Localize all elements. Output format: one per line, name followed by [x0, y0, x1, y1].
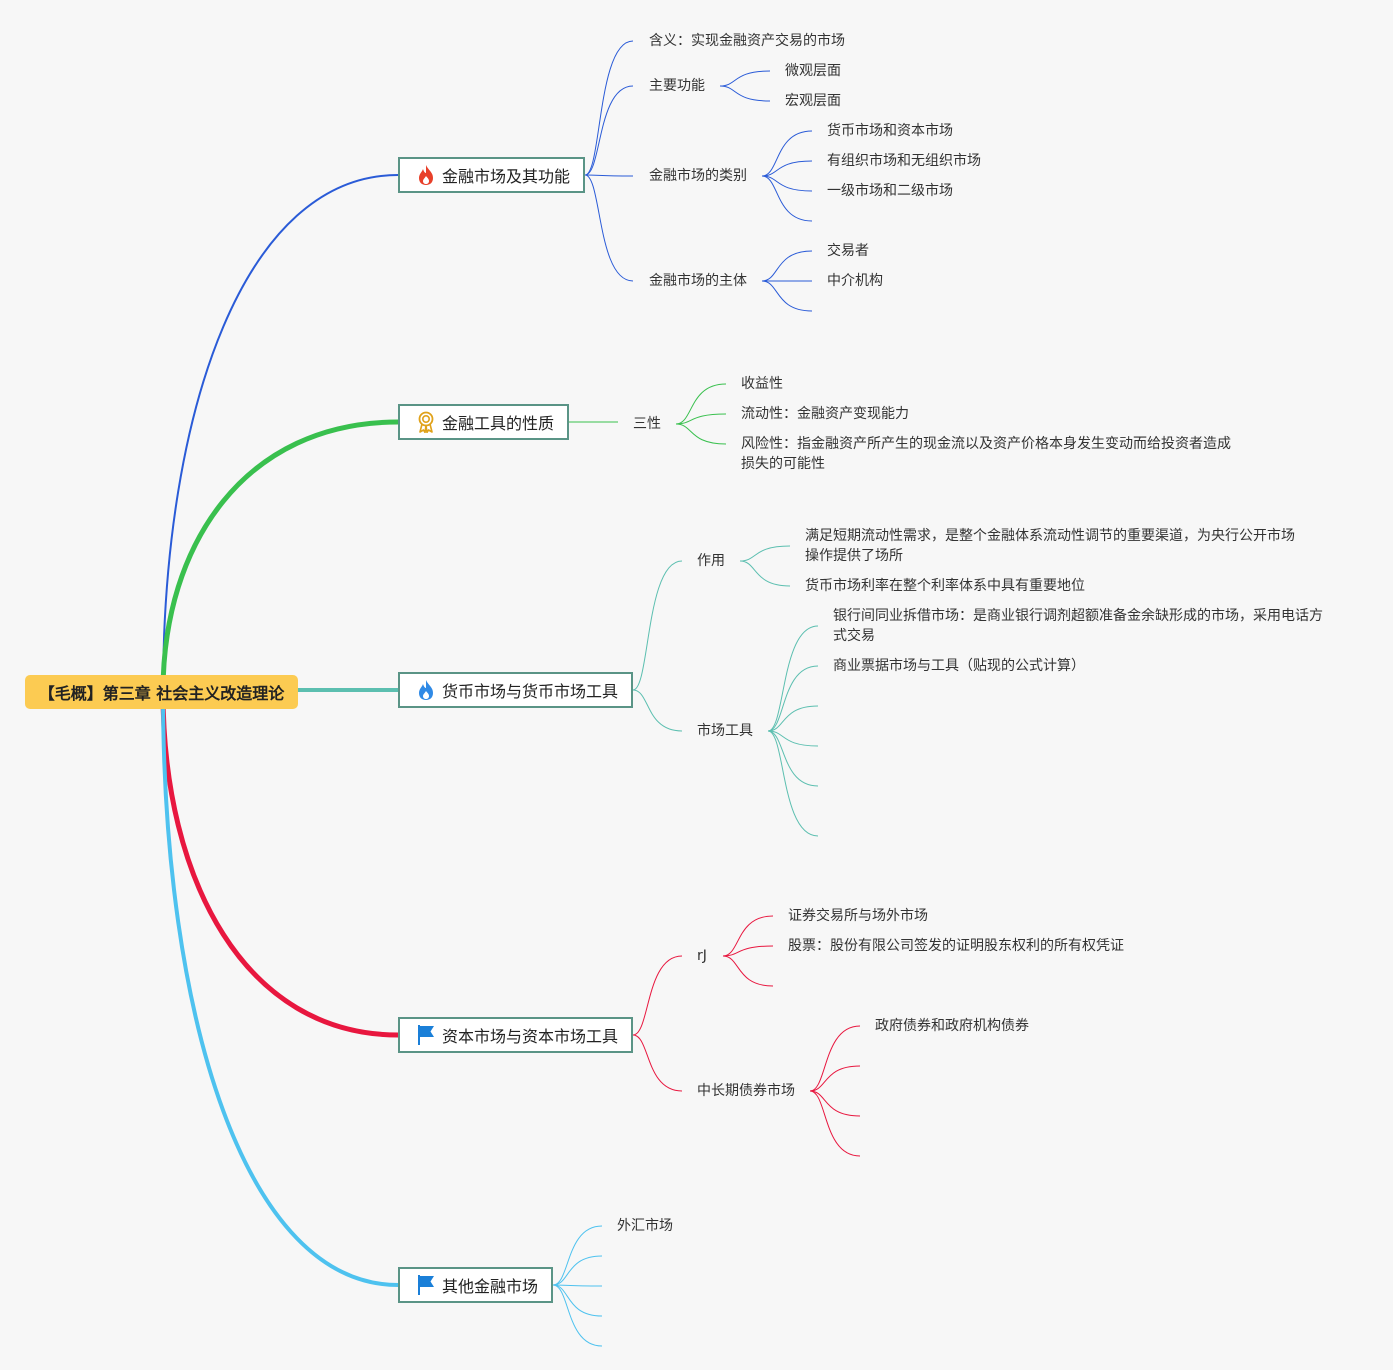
node-risk[interactable]: 风险性：指金融资产所产生的现金流以及资产价格本身发生变动而给投资者造成损失的可能… — [741, 436, 1231, 472]
connector-line — [767, 665, 819, 732]
medal-icon — [418, 411, 434, 433]
node-meaning[interactable]: 含义：实现金融资产交易的市场 — [649, 33, 845, 49]
connector-line — [719, 70, 771, 87]
branch-title: 金融工具的性质 — [442, 414, 555, 433]
node-forex-market[interactable]: 外汇市场 — [617, 1218, 673, 1234]
connector-line — [761, 130, 813, 177]
node-market-tools[interactable]: 市场工具 — [697, 723, 753, 739]
fire-icon — [419, 165, 433, 185]
main-branch-line — [162, 174, 399, 693]
node-role-rate[interactable]: 货币市场利率在整个利率体系中具有重要地位 — [805, 578, 1085, 594]
node-bond-market[interactable]: 中长期债券市场 — [697, 1083, 795, 1099]
connector-line — [584, 174, 634, 282]
connector-line — [552, 1255, 603, 1286]
branch-capital-market[interactable]: 资本市场与资本市场工具 — [398, 1017, 633, 1053]
connector-line — [632, 560, 683, 691]
branch-title: 资本市场与资本市场工具 — [442, 1027, 619, 1046]
connector-line — [552, 1284, 603, 1317]
branch-title: 货币市场与货币市场工具 — [442, 682, 619, 701]
node-traders[interactable]: 交易者 — [827, 243, 869, 259]
connector-line — [761, 280, 813, 312]
node-micro-level[interactable]: 微观层面 — [785, 63, 841, 79]
connector-line — [809, 1090, 861, 1117]
node-role[interactable]: 作用 — [697, 553, 725, 569]
node-three-properties[interactable]: 三性 — [633, 416, 661, 432]
flag-icon — [418, 1275, 434, 1295]
connector-line — [722, 945, 774, 957]
connector-line — [809, 1090, 861, 1157]
connector-line — [632, 689, 683, 732]
connector-line — [584, 40, 634, 176]
node-role-liquidity[interactable]: 满足短期流动性需求，是整个金融体系流动性调节的重要渠道，为央行公开市场操作提供了… — [805, 528, 1295, 564]
branch-instrument-nature[interactable]: 金融工具的性质 — [398, 404, 569, 440]
connector-line — [632, 1034, 683, 1092]
connector-line — [761, 250, 813, 282]
connector-line — [552, 1284, 603, 1347]
connector-line — [722, 915, 774, 957]
node-stocks[interactable]: 股票：股份有限公司签发的证明股东权利的所有权凭证 — [788, 938, 1124, 954]
node-main-functions[interactable]: 主要功能 — [649, 78, 705, 94]
connector-line — [675, 383, 727, 425]
connector-line — [675, 413, 727, 425]
branch-money-market[interactable]: 货币市场与货币市场工具 — [398, 672, 633, 708]
node-rj[interactable]: rJ — [697, 948, 707, 964]
connector-line — [739, 545, 791, 562]
branch-title: 金融市场及其功能 — [442, 167, 571, 186]
root-topic[interactable]: 【毛概】第三章 社会主义改造理论 — [25, 675, 298, 709]
node-primary-secondary[interactable]: 一级市场和二级市场 — [827, 183, 953, 199]
connector-line — [767, 730, 819, 837]
flag-icon — [418, 1025, 434, 1045]
connector-line — [761, 175, 813, 222]
connector-line — [584, 85, 634, 176]
branch-other-markets[interactable]: 其他金融市场 — [398, 1267, 553, 1303]
main-branch-line — [160, 419, 399, 693]
node-market-subjects[interactable]: 金融市场的主体 — [649, 273, 747, 289]
connector-line — [552, 1225, 603, 1286]
node-intermediaries[interactable]: 中介机构 — [827, 273, 883, 289]
connector-line — [761, 160, 813, 177]
node-money-capital-market[interactable]: 货币市场和资本市场 — [827, 123, 953, 139]
blue-fire-icon — [419, 680, 433, 700]
connector-line — [632, 955, 683, 1036]
node-organized-market[interactable]: 有组织市场和无组织市场 — [827, 153, 981, 169]
connector-line — [809, 1065, 861, 1092]
connector-line — [722, 955, 774, 987]
connector-line — [767, 730, 819, 747]
connector-line — [767, 730, 819, 787]
main-branch-line — [161, 691, 399, 1287]
connector-line — [761, 175, 813, 192]
branch-financial-market[interactable]: 金融市场及其功能 — [398, 157, 585, 193]
node-liquidity[interactable]: 流动性：金融资产变现能力 — [741, 406, 909, 422]
connector-line — [719, 85, 771, 102]
node-macro-level[interactable]: 宏观层面 — [785, 93, 841, 109]
node-market-types[interactable]: 金融市场的类别 — [649, 168, 747, 184]
branch-title: 其他金融市场 — [442, 1277, 539, 1296]
connector-line — [767, 625, 819, 732]
node-commercial-paper[interactable]: 商业票据市场与工具（贴现的公式计算） — [833, 658, 1085, 674]
connector-line — [675, 423, 727, 445]
connector-line — [809, 1025, 861, 1092]
connector-line — [584, 174, 634, 177]
node-interbank-market[interactable]: 银行间同业拆借市场：是商业银行调剂超额准备金余缺形成的市场，采用电话方式交易 — [833, 608, 1323, 644]
connector-line — [552, 1284, 603, 1287]
main-branch-line — [160, 691, 399, 1038]
node-exchange-otc[interactable]: 证券交易所与场外市场 — [788, 908, 928, 924]
connector-line — [739, 560, 791, 587]
node-government-bonds[interactable]: 政府债券和政府机构债券 — [875, 1018, 1029, 1034]
node-profitability[interactable]: 收益性 — [741, 376, 783, 392]
connector-line — [767, 705, 819, 732]
